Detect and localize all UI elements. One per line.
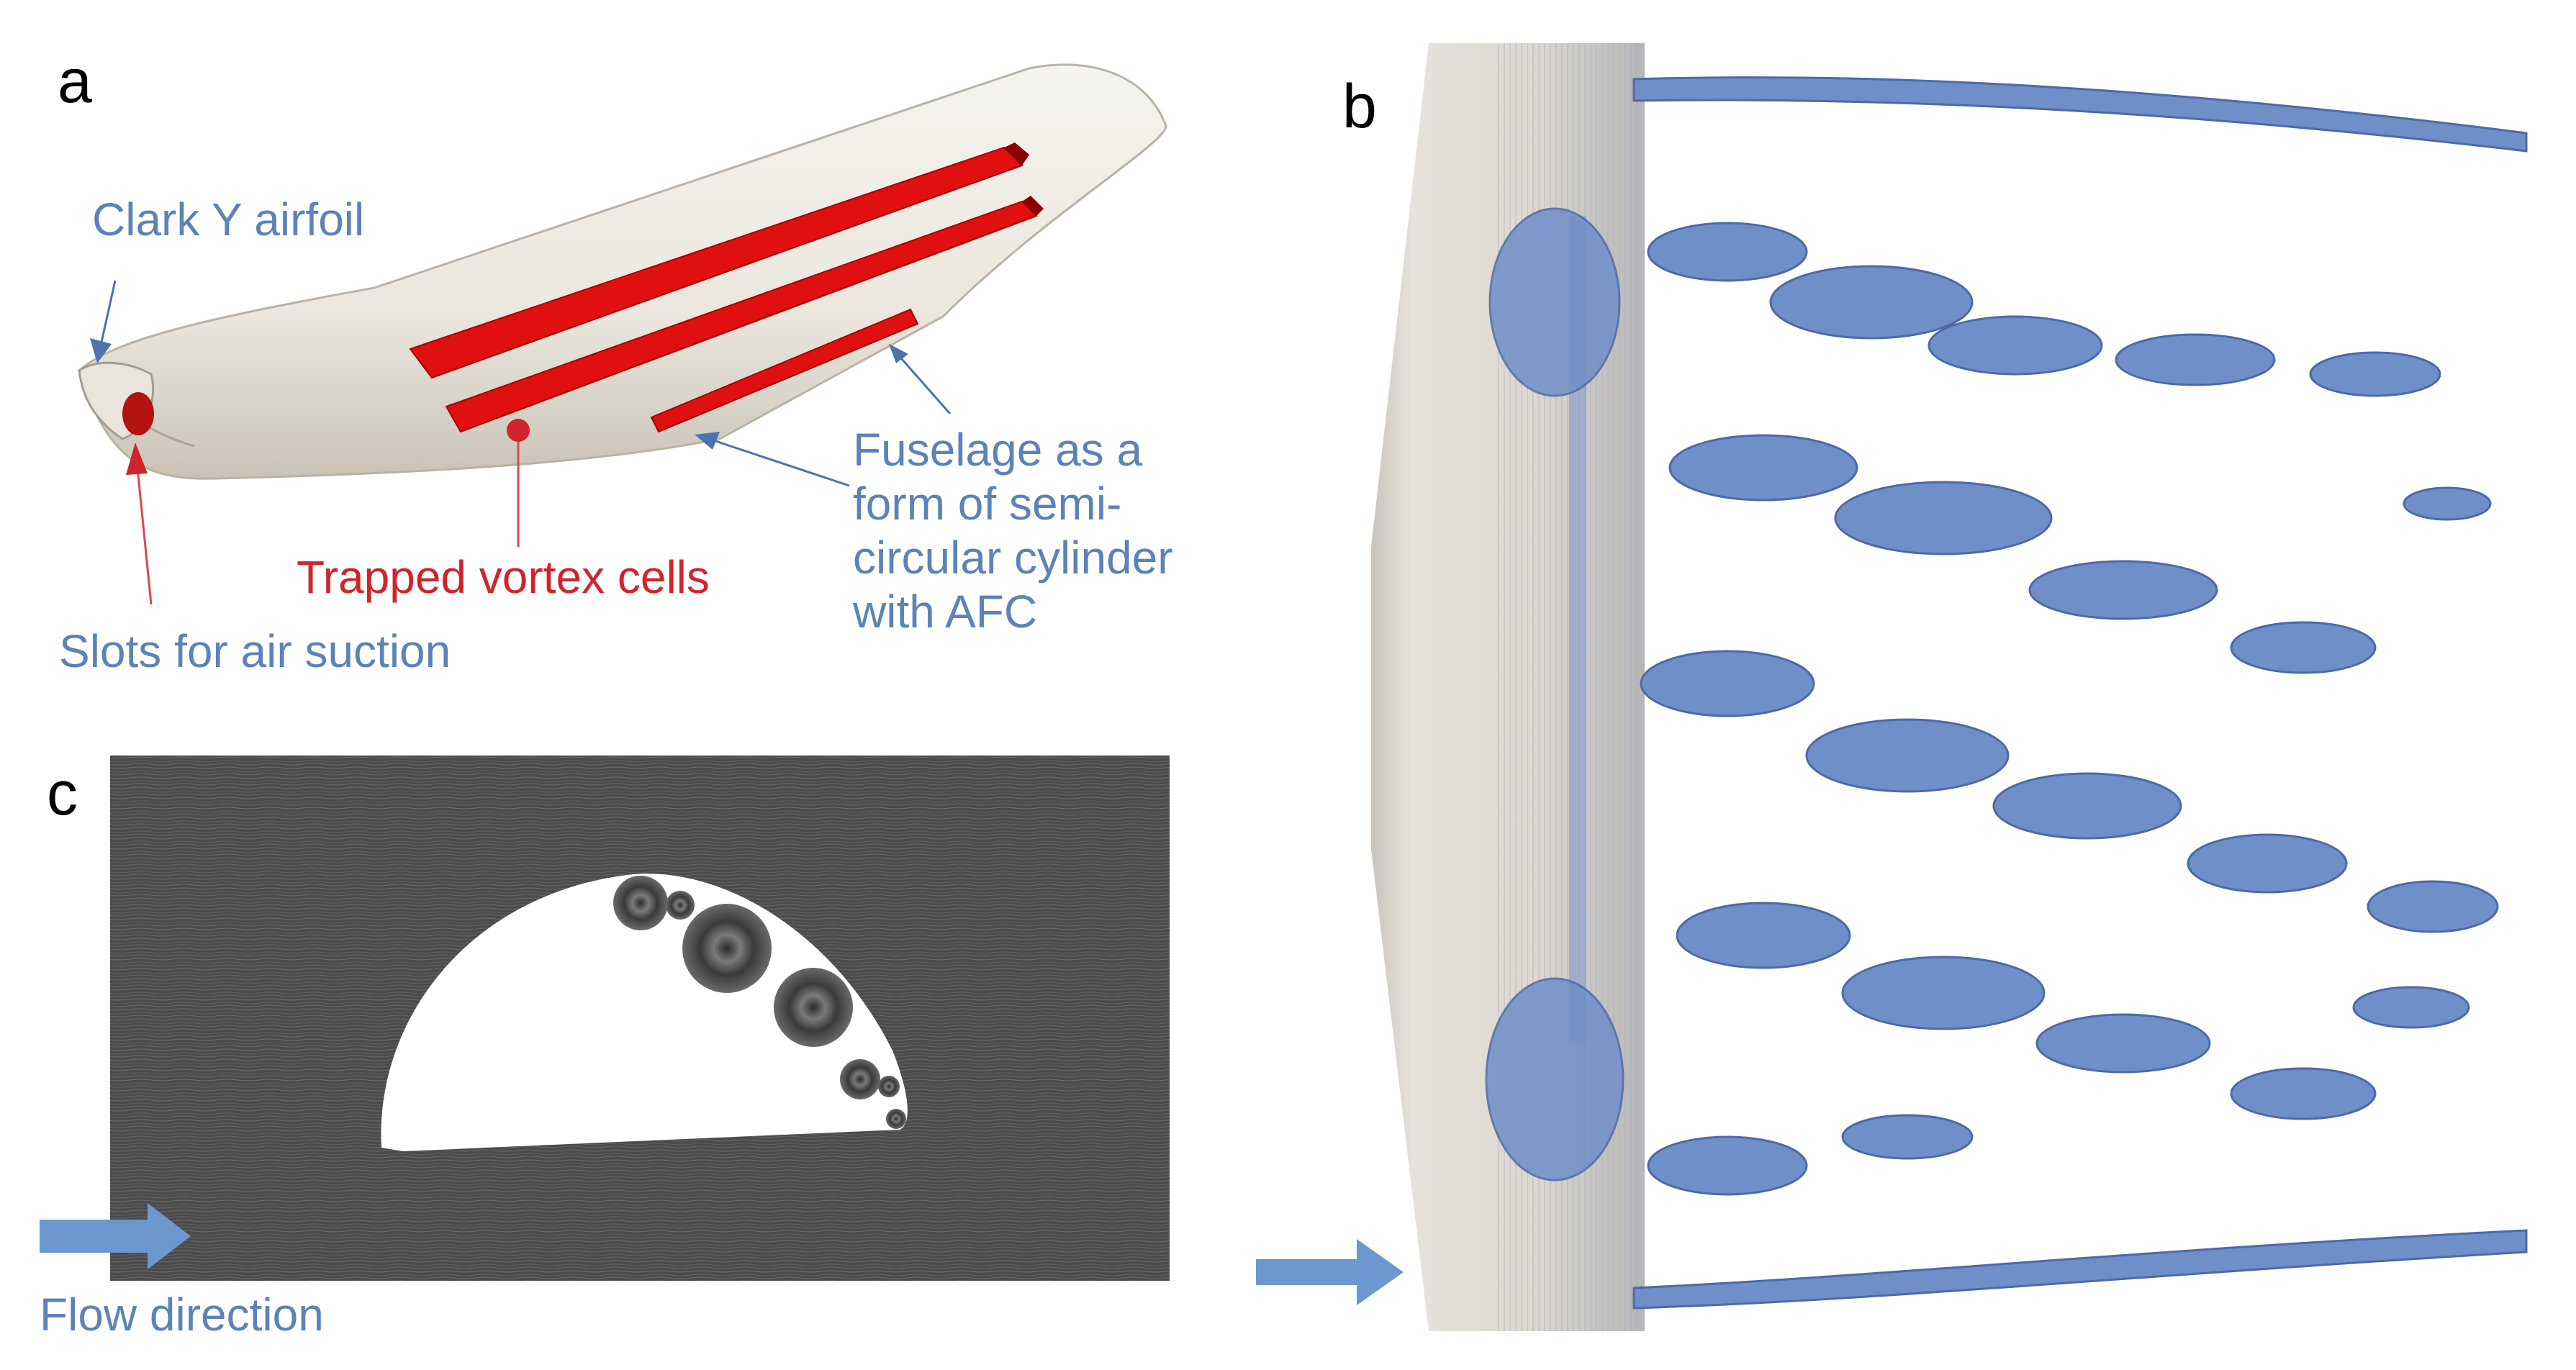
- label-fuselage-line-2: form of semi-: [853, 477, 1122, 530]
- flow-direction-arrow: [40, 1203, 191, 1269]
- vortex-swirls: [613, 876, 906, 1129]
- panel-a-pointers: [90, 280, 952, 605]
- label-fuselage-line-3: circular cylinder: [853, 531, 1173, 584]
- panel-label-a: a: [58, 47, 92, 116]
- label-fuselage-line-4: with AFC: [853, 585, 1038, 638]
- fuselage-cross-section: [381, 874, 908, 1151]
- label-slots-air-suction: Slots for air suction: [59, 625, 451, 677]
- label-trapped-vortex-cells: Trapped vortex cells: [297, 551, 710, 603]
- label-flow-direction: Flow direction: [40, 1289, 324, 1340]
- label-fuselage: Fuselage as a form of semi- circular cyl…: [853, 423, 1173, 639]
- panel-label-c: c: [47, 759, 78, 828]
- flow-arrow-panel-b: [1256, 1239, 1404, 1305]
- panel-label-b: b: [1342, 72, 1377, 141]
- panel-b-vortex-field: [1371, 43, 2528, 1331]
- panel-a-wing-illustration: [78, 63, 1167, 480]
- vortex-structures: [1485, 76, 2528, 1310]
- trapped-vortex-cells: [409, 142, 1044, 433]
- label-clark-y-airfoil: Clark Y airfoil: [92, 194, 365, 245]
- label-fuselage-line-1: Fuselage as a: [853, 424, 1143, 476]
- panel-c-streamlines: [110, 756, 1170, 1281]
- suction-slot: [122, 392, 154, 435]
